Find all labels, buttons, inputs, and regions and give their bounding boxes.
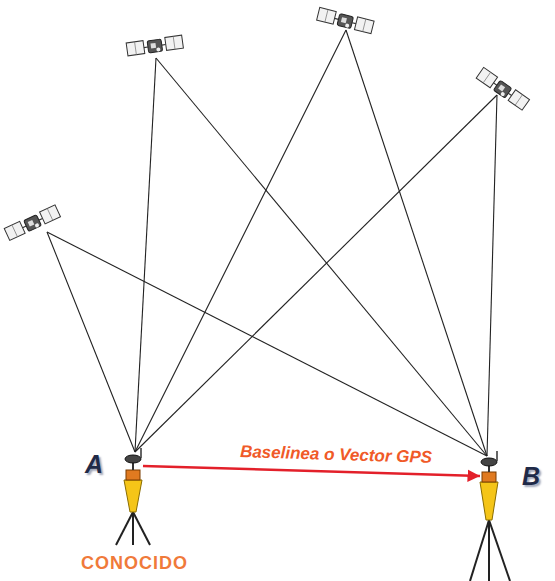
station-letter: B xyxy=(480,462,540,490)
survey-station: ACONOCIDO xyxy=(85,450,143,480)
survey-station: B xyxy=(480,462,540,492)
baseline-label: Baselinea o Vector GPS xyxy=(237,442,436,468)
satellites xyxy=(4,7,529,240)
tripod-a xyxy=(116,448,150,545)
signal-lines xyxy=(47,30,497,456)
station-letter: A xyxy=(85,450,143,478)
tripod-b xyxy=(470,451,510,581)
station-note: CONOCIDO xyxy=(81,553,139,574)
